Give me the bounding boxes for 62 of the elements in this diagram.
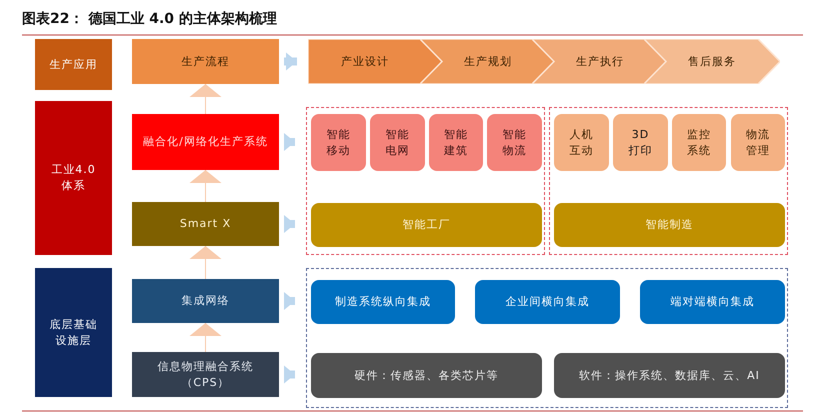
- box-label: 软件：操作系统、数据库、云、AI: [578, 368, 761, 384]
- box-label: 人机互动: [568, 126, 594, 158]
- rounded-box: [475, 280, 620, 324]
- box-label: 物流管理: [745, 126, 771, 158]
- rounded-box: [311, 280, 455, 324]
- box-label: 底层基础设施层: [48, 316, 98, 348]
- box-label: 监控系统: [686, 126, 712, 158]
- arrow: [284, 366, 295, 384]
- up-arrow: [190, 170, 222, 202]
- box-label: 集成网络: [180, 293, 230, 309]
- up-arrow: [190, 322, 222, 352]
- box-label: 智能制造: [644, 217, 694, 233]
- box-label: 智能移动: [326, 126, 352, 158]
- rounded-box: [370, 114, 425, 171]
- box-label: 工业4.0体系: [50, 162, 97, 194]
- arrow: [284, 292, 295, 310]
- arrow: [284, 133, 295, 151]
- category-box: [35, 39, 112, 90]
- box-label: 端对端横向集成: [670, 294, 756, 310]
- box-label: 智能物流: [502, 126, 528, 158]
- arrow: [284, 52, 297, 70]
- layer-box: [132, 202, 279, 246]
- box-label: 硬件：传感器、各类芯片等: [354, 368, 500, 384]
- layer-box: [132, 279, 279, 323]
- rounded-box: [672, 114, 726, 171]
- rounded-box: [311, 353, 542, 398]
- rounded-box: [311, 114, 366, 171]
- layer-box: [132, 352, 279, 397]
- rounded-box: [731, 114, 785, 171]
- arrow: [284, 215, 295, 233]
- box-label: 融合化/网络化生产系统: [142, 134, 269, 150]
- box-label: 信息物理融合系统（CPS）: [156, 358, 254, 390]
- box-label: 智能电网: [384, 126, 410, 158]
- up-arrow: [190, 84, 222, 114]
- category-box: [35, 268, 112, 397]
- box-label: 企业间横向集成: [504, 294, 590, 310]
- dashed-group-box: [306, 268, 788, 408]
- layer-box: [132, 39, 279, 84]
- rounded-box: [613, 114, 668, 171]
- box-label: 3D打印: [628, 126, 654, 158]
- layer-box: [132, 114, 279, 170]
- box-label: 生产规划: [463, 54, 513, 70]
- rounded-box: [487, 114, 542, 171]
- rounded-box: [554, 353, 785, 398]
- box-label: 售后服务: [687, 54, 737, 70]
- rounded-box: [311, 203, 542, 247]
- up-arrow: [190, 246, 222, 280]
- box-label: 制造系统纵向集成: [334, 294, 432, 310]
- rounded-box: [554, 114, 609, 171]
- box-label: 生产执行: [575, 54, 625, 70]
- rounded-box: [429, 114, 483, 171]
- category-box: [35, 101, 112, 255]
- dashed-group-box: [306, 107, 545, 255]
- box-label: 智能工厂: [402, 217, 452, 233]
- figure-title: 图表22： 德国工业 4.0 的主体架构梳理: [22, 10, 277, 28]
- box-label: 生产应用: [48, 56, 98, 72]
- box-label: 生产流程: [180, 54, 230, 70]
- dashed-group-box: [549, 107, 788, 255]
- rounded-box: [554, 203, 785, 247]
- box-label: Smart X: [178, 216, 232, 232]
- box-label: 智能建筑: [443, 126, 469, 158]
- rounded-box: [640, 280, 785, 324]
